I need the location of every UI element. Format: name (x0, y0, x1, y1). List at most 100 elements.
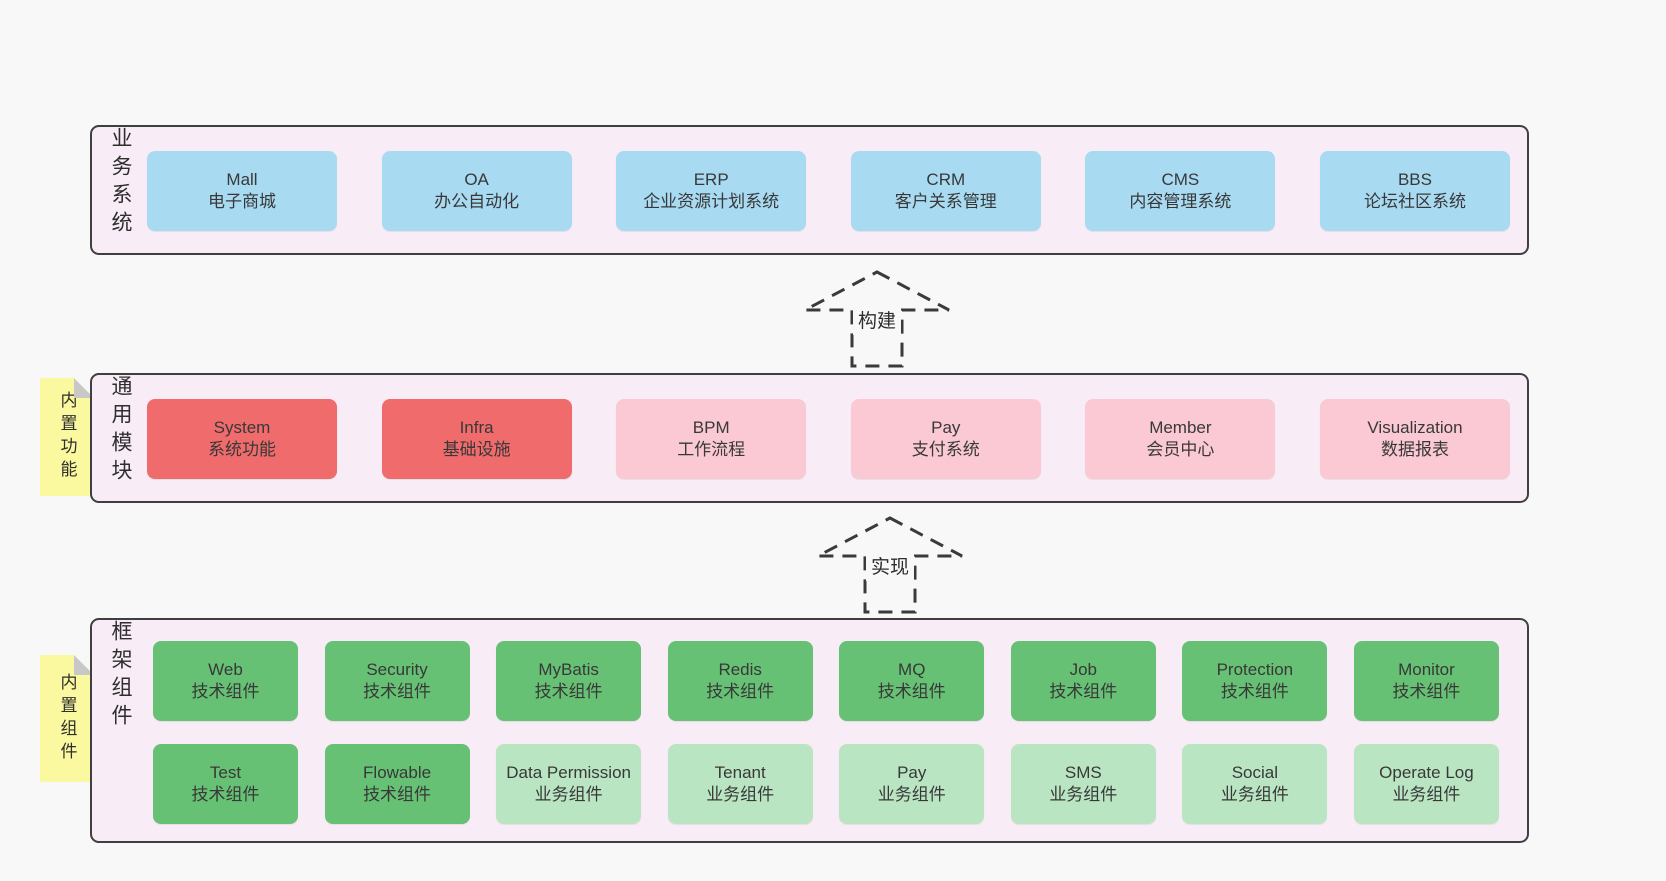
sticky-note-built-in-features-label: 内置功能 (57, 391, 77, 483)
box-flowable: Flowable 技术组件 (324, 744, 470, 824)
build-arrow-label: 构建 (852, 304, 902, 335)
box-visualization: Visualization 数据报表 (1319, 399, 1510, 479)
box-title: CMS (1161, 169, 1200, 189)
box-title: MyBatis (538, 659, 599, 679)
box-row: Mall 电子商城 OA 办公自动化 ERP 企业资源计划系统 CRM 客户关系管理 CMS 内容… (147, 151, 1510, 231)
box-subtitle: 企业资源计划系统 (643, 192, 780, 211)
box-oa: OA 办公自动化 (381, 151, 572, 231)
box-title: Web (208, 659, 243, 679)
box-title: BBS (1397, 169, 1432, 189)
box-subtitle: 技术组件 (1220, 682, 1289, 701)
box-subtitle: 技术组件 (363, 682, 432, 701)
implement-arrow: 实现 (810, 512, 970, 616)
box-subtitle: 办公自动化 (434, 192, 520, 211)
box-subtitle: 内容管理系统 (1129, 192, 1232, 211)
box-title: Infra (459, 417, 494, 437)
up-arrow-dashed-icon (804, 270, 950, 368)
box-web: Web 技术组件 (153, 641, 298, 721)
box-subtitle: 技术组件 (877, 682, 946, 701)
box-monitor: Monitor 技术组件 (1353, 641, 1499, 721)
box-title: Tenant (714, 762, 766, 782)
box-subtitle: 客户关系管理 (894, 192, 997, 211)
box-title: CRM (926, 169, 966, 189)
implement-arrow-label: 实现 (865, 550, 915, 581)
box-title: OA (464, 169, 489, 189)
box-mall: Mall 电子商城 (147, 151, 337, 231)
sticky-note-built-in-components: 内置组件 (40, 655, 94, 782)
box-erp: ERP 企业资源计划系统 (616, 151, 807, 231)
box-title: Protection (1216, 659, 1294, 679)
box-title: ERP (693, 169, 729, 189)
box-subtitle: 技术组件 (1392, 682, 1461, 701)
box-subtitle: 论坛社区系统 (1363, 192, 1466, 211)
box-title: Security (366, 659, 428, 679)
box-subtitle: 技术组件 (706, 682, 775, 701)
box-subtitle: 技术组件 (1049, 682, 1118, 701)
box-title: Social (1231, 762, 1279, 782)
box-title: MQ (898, 659, 926, 679)
business-systems-boxes: Mall 电子商城 OA 办公自动化 ERP 企业资源计划系统 CRM 客户关系管理 CMS 内容… (147, 151, 1510, 231)
box-crm: CRM 客户关系管理 (850, 151, 1041, 231)
box-subtitle: 技术组件 (191, 785, 260, 804)
box-protection: Protection 技术组件 (1182, 641, 1328, 721)
box-title: Mall (226, 169, 258, 189)
sticky-note-built-in-components-label: 内置组件 (57, 672, 77, 765)
box-title: Monitor (1398, 659, 1455, 679)
box-system: System 系统功能 (147, 399, 337, 479)
box-security: Security 技术组件 (324, 641, 470, 721)
box-social: Social 业务组件 (1182, 744, 1328, 824)
box-title: BPM (692, 417, 730, 437)
box-subtitle: 业务组件 (534, 785, 603, 804)
panel-common-modules-label: 通用模块 (109, 375, 132, 487)
box-title: Visualization (1367, 417, 1463, 437)
box-title: Member (1149, 417, 1212, 437)
box-mybatis: MyBatis 技术组件 (496, 641, 642, 721)
panel-framework-components-label: 框架组件 (109, 620, 132, 732)
box-pay: Pay 支付系统 (850, 399, 1041, 479)
box-title: Data Permission (506, 762, 631, 782)
box-title: Test (209, 762, 242, 782)
box-title: Operate Log (1379, 762, 1474, 782)
box-operate-log: Operate Log 业务组件 (1353, 744, 1499, 824)
box-cms: CMS 内容管理系统 (1085, 151, 1276, 231)
box-title: Redis (718, 659, 762, 679)
sticky-note-built-in-features: 内置功能 (40, 378, 94, 496)
box-title: Job (1069, 659, 1098, 679)
box-tenant: Tenant 业务组件 (667, 744, 813, 824)
box-title: Flowable (363, 762, 432, 782)
box-title: SMS (1064, 762, 1102, 782)
box-subtitle: 业务组件 (1392, 785, 1461, 804)
box-subtitle: 电子商城 (208, 192, 276, 211)
box-subtitle: 技术组件 (534, 682, 603, 701)
box-title: Pay (931, 417, 961, 437)
box-data-permission: Data Permission 业务组件 (496, 744, 642, 824)
box-subtitle: 业务组件 (706, 785, 775, 804)
box-subtitle: 工作流程 (677, 440, 746, 459)
box-subtitle: 支付系统 (911, 440, 980, 459)
box-title: System (213, 417, 271, 437)
box-bbs: BBS 论坛社区系统 (1319, 151, 1510, 231)
box-subtitle: 数据报表 (1380, 440, 1449, 459)
box-subtitle: 系统功能 (208, 440, 276, 459)
box-title: Pay (897, 762, 927, 782)
box-subtitle: 业务组件 (1220, 785, 1289, 804)
box-test: Test 技术组件 (153, 744, 298, 824)
box-bpm: BPM 工作流程 (616, 399, 807, 479)
box-subtitle: 技术组件 (363, 785, 432, 804)
box-redis: Redis 技术组件 (667, 641, 813, 721)
build-arrow: 构建 (797, 266, 957, 370)
box-subtitle: 技术组件 (191, 682, 260, 701)
box-job: Job 技术组件 (1010, 641, 1156, 721)
